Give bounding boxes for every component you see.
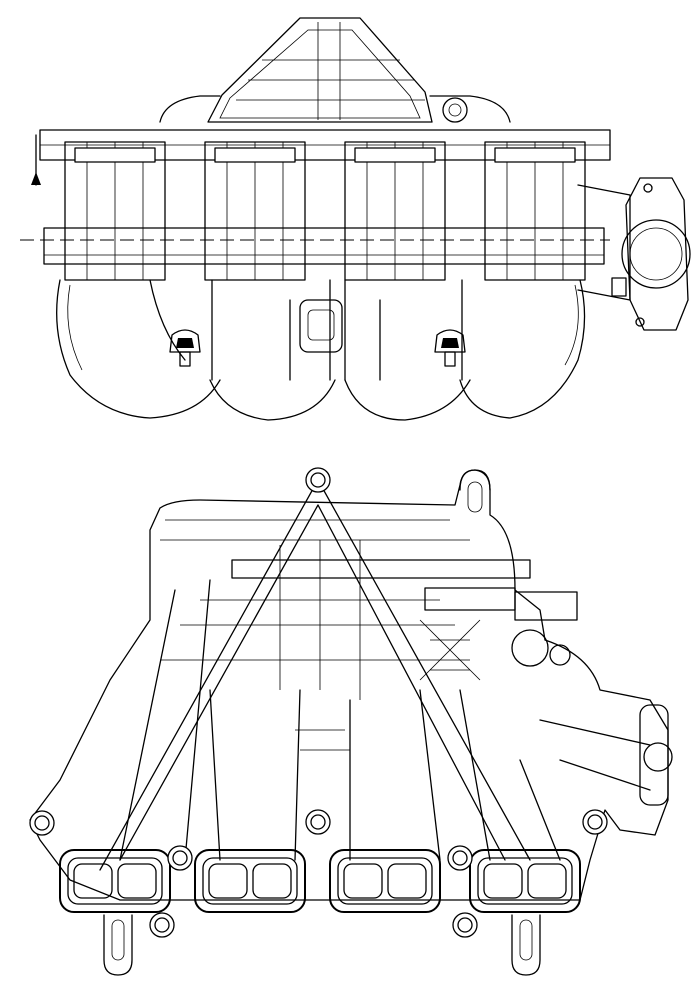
bolt-bosses — [29, 467, 608, 938]
top-runner-4 — [484, 141, 586, 281]
triangle-truss — [99, 479, 531, 871]
mounting-tab-left — [103, 914, 133, 976]
bottom-ports — [59, 849, 581, 913]
top-runner-1 — [64, 141, 166, 281]
center-plug — [299, 299, 343, 353]
bolt-boss-4 — [582, 809, 608, 835]
bolt-boss-8 — [452, 912, 478, 938]
main-flange — [20, 129, 611, 265]
bolt-boss-3 — [305, 809, 331, 835]
mounting-tab-right — [511, 914, 541, 976]
bolt-boss-2 — [29, 810, 55, 836]
top-lug — [459, 469, 491, 513]
arrow-marker — [31, 134, 41, 186]
bolt-boss-1 — [305, 467, 331, 493]
top-runners — [64, 141, 586, 281]
top-view — [20, 17, 691, 421]
intake-port-2 — [194, 849, 306, 913]
plenum-housing — [159, 17, 511, 123]
intake-port-1 — [59, 849, 171, 913]
bolt-boss-5 — [167, 845, 193, 871]
top-runner-3 — [344, 141, 446, 281]
throttle-body-flange — [577, 177, 691, 331]
intake-port-4 — [469, 849, 581, 913]
injector-connector-right — [434, 329, 466, 367]
bolt-boss-7 — [149, 912, 175, 938]
bottom-view — [29, 467, 673, 976]
top-runner-2 — [204, 141, 306, 281]
intake-port-3 — [329, 849, 441, 913]
bolt-boss-6 — [447, 845, 473, 871]
injector-connector-left — [169, 329, 201, 367]
runner-bulbs — [56, 279, 586, 421]
bottom-runners — [119, 579, 673, 861]
